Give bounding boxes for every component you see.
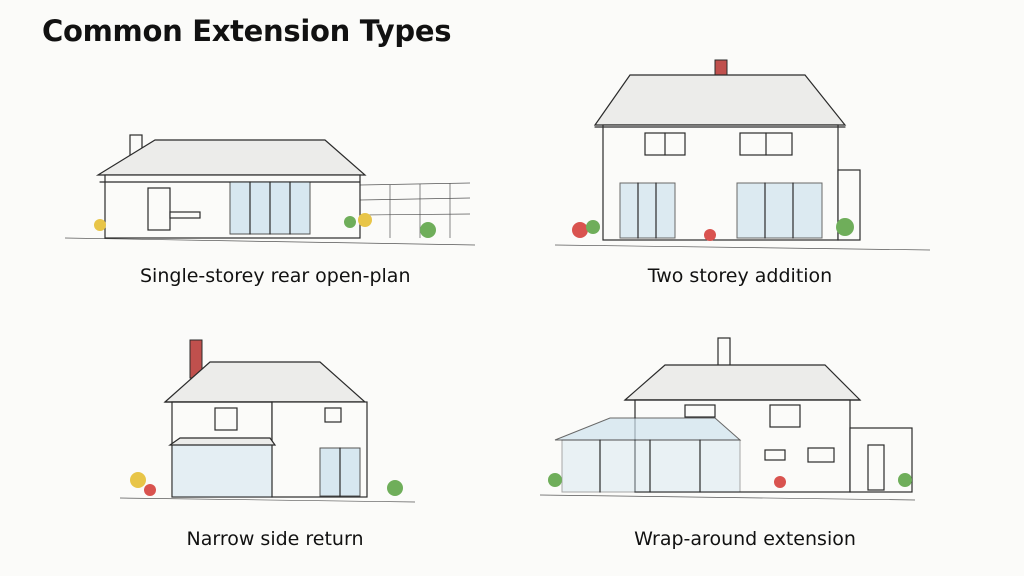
page-title: Common Extension Types <box>42 14 452 48</box>
caption-two-storey: Two storey addition <box>647 265 833 287</box>
single-storey-house-sketch <box>64 134 476 246</box>
caption-single-storey: Single-storey rear open-plan <box>140 265 411 287</box>
two-storey-house-sketch <box>555 59 931 251</box>
wrap-around-house-sketch <box>540 337 916 501</box>
side-return-house-sketch <box>120 339 416 503</box>
caption-side-return: Narrow side return <box>186 528 364 550</box>
caption-wrap-around: Wrap-around extension <box>634 528 856 550</box>
